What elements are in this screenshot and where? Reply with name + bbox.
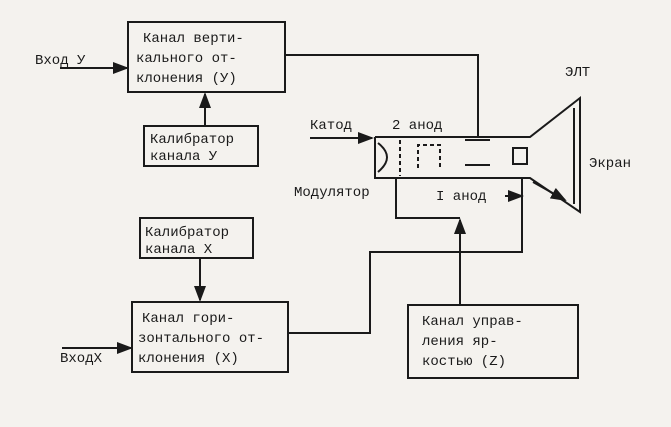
svg-text:костью (Z): костью (Z) (422, 354, 506, 370)
svg-text:зонтального от-: зонтального от- (138, 331, 264, 347)
crt-tube (310, 95, 581, 214)
svg-text:клонения (Х): клонения (Х) (138, 351, 239, 367)
svg-text:Калибратор: Калибратор (150, 131, 234, 148)
label-cathode: Катод (310, 118, 352, 134)
label-input-x: ВходХ (60, 351, 103, 367)
vertical-signal-line (286, 54, 479, 138)
block-calibrator-y: Калибратор канала У (143, 125, 259, 167)
label-anode1: I анод (436, 189, 486, 205)
label-modulator: Модулятор (294, 185, 370, 201)
horizontal-signal-line (289, 178, 523, 334)
label-input-y: Вход У (35, 53, 86, 69)
svg-text:ления яр-: ления яр- (422, 334, 498, 350)
svg-text:канала У: канала У (150, 149, 218, 165)
svg-text:клонения (У): клонения (У) (136, 71, 237, 87)
svg-text:Калибратор: Калибратор (145, 224, 229, 241)
block-calibrator-x: Калибратор канала Х (139, 217, 254, 259)
modulator-line (395, 178, 460, 219)
block-horizontal-channel: Канал гори- зонтального от- клонения (Х) (131, 301, 289, 373)
block-brightness-channel: Канал управ- ления яр- костью (Z) (407, 304, 579, 379)
label-screen: Экран (589, 156, 631, 172)
svg-text:Канал управ-: Канал управ- (422, 314, 523, 330)
svg-text:Канал гори-: Канал гори- (142, 311, 234, 327)
svg-text:канала Х: канала Х (145, 242, 213, 258)
label-crt: ЭЛТ (565, 65, 590, 81)
svg-text:Канал верти-: Канал верти- (143, 31, 244, 47)
block-vertical-channel: Канал верти- кального от- клонения (У) (127, 21, 286, 93)
label-anode2: 2 анод (392, 118, 442, 134)
svg-text:кального от-: кального от- (136, 51, 237, 67)
